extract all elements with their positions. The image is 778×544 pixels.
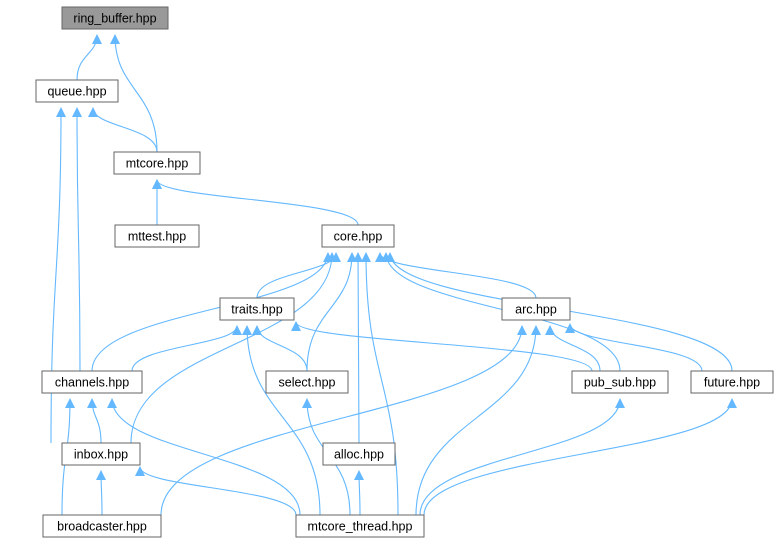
edge-pub_sub-to-traits [291,321,593,372]
edge-select-to-core [306,252,357,372]
node-label: alloc.hpp [334,448,384,462]
node-broadcaster[interactable]: broadcaster.hpp [42,514,162,538]
node-box[interactable] [501,297,571,321]
node-label: arc.hpp [515,303,557,317]
edge-traits-to-core [256,252,341,299]
edge-arc-to-core [375,252,537,299]
node-label: future.hpp [704,376,760,390]
node-future[interactable]: future.hpp [690,370,774,394]
node-label: channels.hpp [55,376,129,390]
node-arc[interactable]: arc.hpp [501,297,571,321]
node-box[interactable] [295,514,425,538]
edge-broadcaster-to-inbox [96,470,107,516]
edge-mtcore-to-ring_buffer [110,34,158,153]
node-mtcore-thread[interactable]: mtcore_thread.hpp [295,514,425,538]
edge-channels-to-traits [131,325,242,372]
node-box[interactable] [322,442,396,466]
edge-inbox-to-core [130,252,337,444]
node-queue[interactable]: queue.hpp [35,79,119,103]
node-select[interactable]: select.hpp [265,370,349,394]
node-traits[interactable]: traits.hpp [219,297,295,321]
node-label: mtcore_thread.hpp [308,520,413,534]
node-box[interactable] [42,514,162,538]
node-box[interactable] [219,297,295,321]
node-box[interactable] [113,151,201,175]
node-box[interactable] [571,370,669,394]
edge-mtcore_thread-to-channels [107,398,301,516]
node-pub-sub[interactable]: pub_sub.hpp [571,370,669,394]
node-box[interactable] [61,6,169,30]
node-label: inbox.hpp [74,448,128,462]
node-label: broadcaster.hpp [57,520,147,534]
edge-select-to-traits [252,325,308,372]
node-mttest[interactable]: mttest.hpp [114,224,200,248]
edge-pub_sub-to-arc [545,325,601,372]
node-label: select.hpp [279,376,336,390]
edge-mtcore_thread-to-alloc [354,470,365,516]
node-label: ring_buffer.hpp [73,12,156,26]
node-label: traits.hpp [231,303,282,317]
edge-mtcore-to-queue [88,107,158,153]
node-box[interactable] [114,224,200,248]
edge-mtcore_thread-to-core [361,252,399,516]
node-box[interactable] [35,79,119,103]
node-label: mtcore.hpp [126,157,189,171]
node-inbox[interactable]: inbox.hpp [61,442,141,466]
node-label: core.hpp [334,230,383,244]
node-core[interactable]: core.hpp [321,224,395,248]
edge-channels-to-core [91,252,333,372]
edge-mtcore_thread-to-pub_sub [419,398,625,516]
node-label: queue.hpp [47,85,106,99]
node-channels[interactable]: channels.hpp [41,370,143,394]
node-layer: ring_buffer.hpp queue.hpp mtcore.hpp mttest… [35,6,774,538]
edge-alloc-to-core [353,252,364,444]
node-box[interactable] [690,370,774,394]
node-box[interactable] [265,370,349,394]
edge-mtcore_thread-to-arc [415,325,541,516]
node-box[interactable] [41,370,143,394]
edge-mtcore_thread-to-inbox [135,466,297,516]
edge-queue-to-ring_buffer [76,34,102,81]
node-box[interactable] [321,224,395,248]
edge-future-to-arc [565,323,703,372]
edge-core-to-mtcore [152,179,359,226]
edge-broadcaster-to-arc [160,325,527,516]
edge-channels-to-queue [72,107,83,372]
edge-layer [50,34,737,516]
node-mtcore[interactable]: mtcore.hpp [113,151,201,175]
edge-mtcore_thread-to-future [423,398,737,516]
node-label: mttest.hpp [128,230,186,244]
edge-mtcore_thread-to-traits [242,325,321,516]
node-alloc[interactable]: alloc.hpp [322,442,396,466]
node-label: pub_sub.hpp [584,376,656,390]
node-box[interactable] [61,442,141,466]
node-ring-buffer[interactable]: ring_buffer.hpp [61,6,169,30]
edge-inbox-to-channels [87,398,102,444]
